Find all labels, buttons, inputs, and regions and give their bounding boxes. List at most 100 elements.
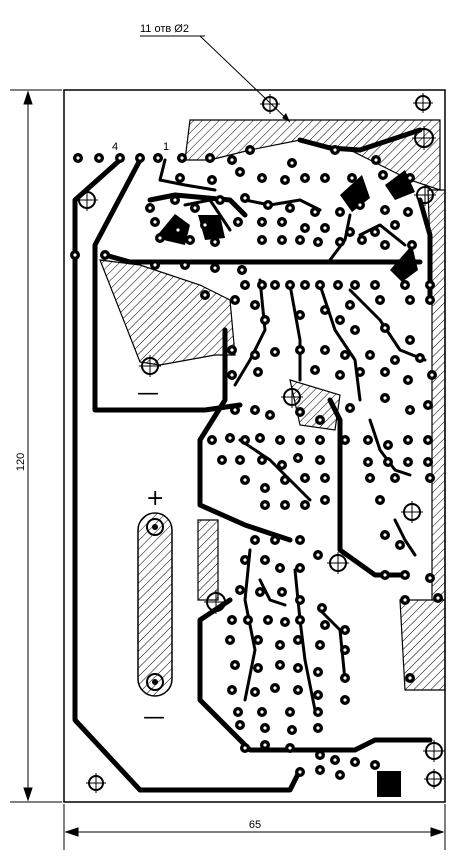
pin-label-4: 4 <box>112 141 118 153</box>
pad <box>330 755 340 765</box>
trace-horizontal-band <box>102 252 423 265</box>
mounting-hole-top-center <box>260 94 280 114</box>
pad <box>320 223 330 233</box>
trace-thin-2 <box>243 198 322 212</box>
mounting-hole-top-right-2 <box>412 126 436 150</box>
pad <box>150 217 160 227</box>
pad <box>295 767 305 777</box>
pad <box>275 640 285 650</box>
pad <box>225 433 235 443</box>
pad <box>170 195 180 205</box>
mounting-hole-right-upper <box>414 184 436 206</box>
pad <box>320 345 330 355</box>
pad <box>235 455 245 465</box>
pad <box>270 683 280 693</box>
pad <box>263 200 273 210</box>
mounting-hole-top-right <box>413 93 433 113</box>
pad <box>425 280 435 290</box>
pad <box>378 170 388 180</box>
hatch-center-left <box>197 519 219 601</box>
pad <box>315 455 325 465</box>
pad <box>350 280 360 290</box>
pad <box>390 220 400 230</box>
trace-thin-9 <box>243 548 257 702</box>
pad <box>243 615 253 625</box>
pad <box>320 305 330 315</box>
pad <box>230 295 240 305</box>
pad <box>285 707 295 717</box>
pad <box>380 530 390 540</box>
pad <box>260 740 270 750</box>
pad <box>433 593 443 603</box>
pad <box>370 227 380 237</box>
pad <box>237 265 247 275</box>
pad <box>370 760 380 770</box>
trace-thin-15 <box>328 213 352 262</box>
pad <box>227 615 237 625</box>
height-dimension <box>10 89 62 803</box>
pad <box>270 347 280 357</box>
pad <box>245 145 255 155</box>
pad <box>345 227 355 237</box>
pad <box>263 615 273 625</box>
trace-thin-6 <box>348 288 427 362</box>
capacitor-pad-top <box>146 518 164 536</box>
pad <box>293 453 303 463</box>
pad <box>255 433 265 443</box>
pad <box>340 625 350 635</box>
pad <box>425 573 435 583</box>
pad <box>210 263 220 273</box>
pad <box>215 195 225 205</box>
pad <box>207 435 217 445</box>
pad <box>357 235 367 245</box>
pad <box>250 405 260 415</box>
pad <box>200 220 210 230</box>
trace-thin-1 <box>158 158 217 192</box>
pad <box>270 535 280 545</box>
trace-thin-13 <box>393 518 417 557</box>
pad <box>190 203 200 213</box>
pad <box>270 280 280 290</box>
pad <box>315 415 325 425</box>
pad <box>257 707 267 717</box>
pad <box>277 235 287 245</box>
mounting-hole-bottom-left <box>86 773 106 793</box>
pad <box>320 495 330 505</box>
trace-thin-4 <box>288 283 302 382</box>
pads-group <box>70 145 443 780</box>
pad <box>250 300 260 310</box>
pad <box>285 280 295 290</box>
pad <box>260 723 270 733</box>
pad <box>340 645 350 655</box>
pad <box>350 325 360 335</box>
pad <box>380 205 390 215</box>
mounting-hole-bottom-right <box>423 740 445 762</box>
pad <box>320 173 330 183</box>
width-dimension <box>63 804 446 850</box>
pad <box>293 663 303 673</box>
plus-sign: + <box>146 486 164 511</box>
pad <box>94 153 104 163</box>
pad <box>253 663 263 673</box>
pad <box>313 723 323 733</box>
pad <box>375 295 385 305</box>
pad <box>70 250 80 260</box>
pad <box>390 355 400 365</box>
hatch-capacitor-slot <box>137 512 173 697</box>
pad <box>225 635 235 645</box>
pad <box>405 405 415 415</box>
pad <box>227 345 237 355</box>
pad <box>335 207 345 217</box>
pad <box>340 435 350 445</box>
pad <box>355 200 365 210</box>
pad <box>100 250 110 260</box>
pad <box>400 570 410 580</box>
pad <box>253 635 263 645</box>
hatch-right-lower <box>399 599 446 691</box>
pad <box>293 685 303 695</box>
pad <box>285 203 295 213</box>
pad <box>175 173 185 183</box>
pad <box>257 455 267 465</box>
pad <box>371 155 381 165</box>
pad <box>73 153 83 163</box>
